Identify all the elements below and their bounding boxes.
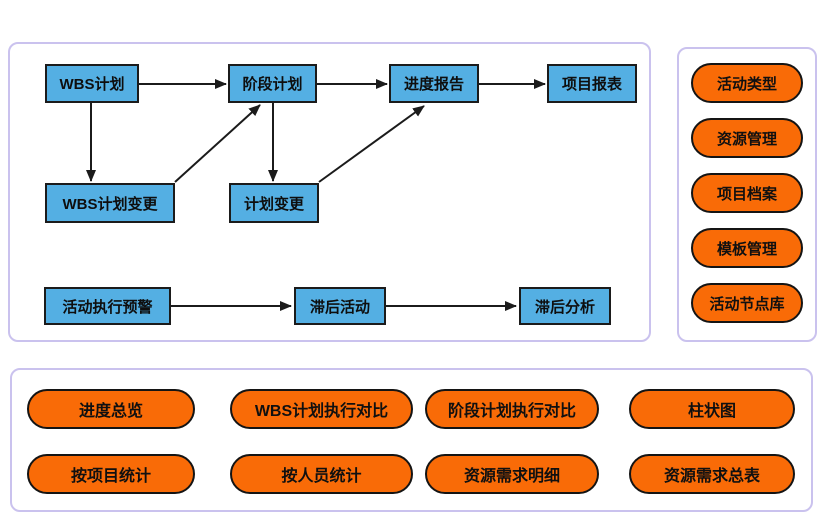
flow-node-stage-plan[interactable]: 阶段计划 [228, 64, 317, 103]
bottom-item-progress-overview[interactable]: 进度总览 [27, 389, 195, 429]
flow-node-delay-analysis[interactable]: 滞后分析 [519, 287, 611, 325]
arrow-plan-change-to-progress-report [318, 105, 425, 183]
side-item-template-management[interactable]: 模板管理 [691, 228, 803, 268]
side-item-resource-management[interactable]: 资源管理 [691, 118, 803, 158]
flow-node-delayed-activity[interactable]: 滞后活动 [294, 287, 386, 325]
bottom-panel: 进度总览 WBS计划执行对比 阶段计划执行对比 柱状图 按项目统计 按人员统计 … [10, 368, 813, 512]
flow-panel: WBS计划 阶段计划 进度报告 项目报表 WBS计划变更 计划变更 活动执行预警… [8, 42, 651, 342]
bottom-item-stage-plan-exec-compare[interactable]: 阶段计划执行对比 [425, 389, 599, 429]
flow-node-plan-change[interactable]: 计划变更 [229, 183, 319, 223]
bottom-item-resource-demand-detail[interactable]: 资源需求明细 [425, 454, 599, 494]
side-item-activity-node-lib[interactable]: 活动节点库 [691, 283, 803, 323]
bottom-item-stats-by-project[interactable]: 按项目统计 [27, 454, 195, 494]
side-item-activity-type[interactable]: 活动类型 [691, 63, 803, 103]
flow-arrows [86, 79, 546, 311]
bottom-item-bar-chart[interactable]: 柱状图 [629, 389, 795, 429]
arrow-wbs-plan-change-to-stage-plan [174, 104, 261, 183]
flow-node-wbs-plan-change[interactable]: WBS计划变更 [45, 183, 175, 223]
flow-node-activity-warning[interactable]: 活动执行预警 [44, 287, 171, 325]
flow-node-wbs-plan[interactable]: WBS计划 [45, 64, 139, 103]
bottom-item-resource-demand-summary[interactable]: 资源需求总表 [629, 454, 795, 494]
flow-node-progress-report[interactable]: 进度报告 [389, 64, 479, 103]
bottom-item-stats-by-person[interactable]: 按人员统计 [230, 454, 413, 494]
flow-node-project-report[interactable]: 项目报表 [547, 64, 637, 103]
bottom-item-wbs-plan-exec-compare[interactable]: WBS计划执行对比 [230, 389, 413, 429]
side-item-project-archive[interactable]: 项目档案 [691, 173, 803, 213]
side-panel: 活动类型 资源管理 项目档案 模板管理 活动节点库 [677, 47, 817, 342]
